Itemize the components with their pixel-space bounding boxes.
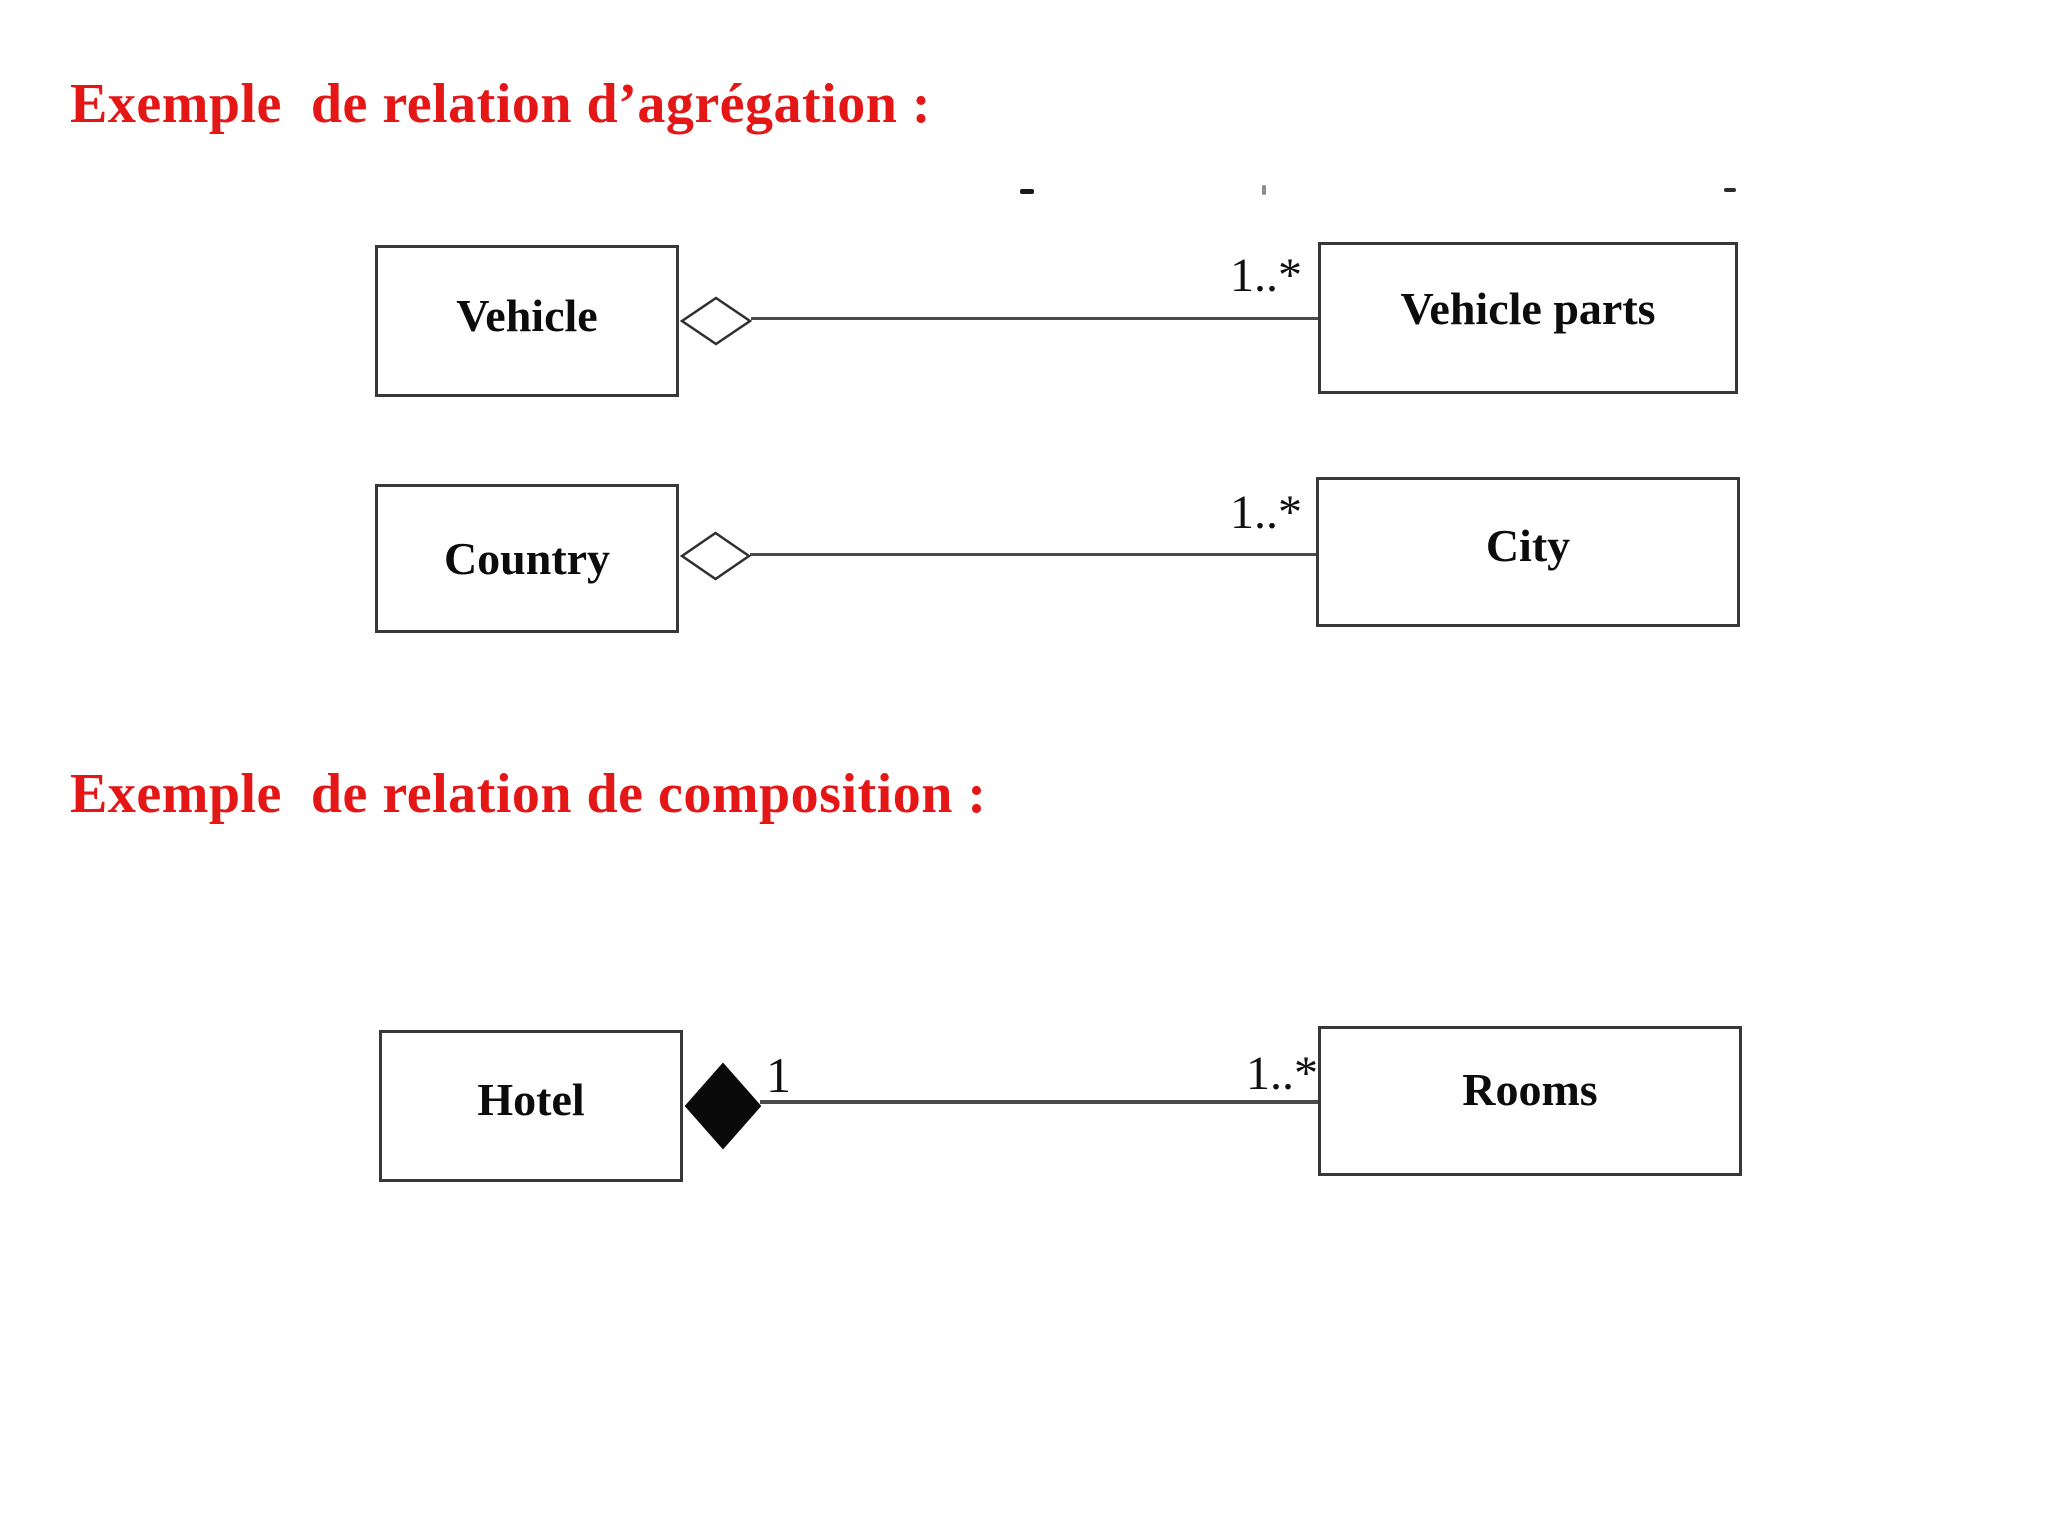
multiplicity-label: 1 xyxy=(766,1047,791,1103)
class-name-label: Vehicle xyxy=(456,289,598,341)
class-box-vehicle-parts: Vehicle parts xyxy=(1318,242,1738,394)
class-name-label: Rooms xyxy=(1462,1063,1598,1115)
class-name-label: Country xyxy=(443,533,611,584)
association-line xyxy=(751,317,1318,320)
stray-mark xyxy=(1262,185,1266,195)
multiplicity-label: 1..* xyxy=(1246,1047,1318,1100)
composition-section-title: Exemple de relation de composition : xyxy=(70,763,987,825)
multiplicity-label: 1..* xyxy=(1230,486,1302,539)
aggregation-section-title: Exemple de relation d’agrégation : xyxy=(70,73,932,135)
association-line xyxy=(760,1100,1320,1104)
stray-mark xyxy=(1020,189,1034,194)
class-box-hotel: Hotel xyxy=(379,1030,683,1182)
class-name-label: Hotel xyxy=(477,1073,585,1125)
aggregation-diamond-icon xyxy=(679,531,752,581)
multiplicity-label: 1..* xyxy=(1230,249,1302,302)
class-name-label: Vehicle parts xyxy=(1400,282,1656,334)
class-box-city: City xyxy=(1316,477,1740,627)
composition-diamond-icon xyxy=(684,1062,762,1150)
class-name-label: City xyxy=(1485,519,1571,571)
association-line xyxy=(750,553,1316,556)
class-box-rooms: Rooms xyxy=(1318,1026,1742,1176)
class-box-vehicle: Vehicle xyxy=(375,245,679,397)
class-box-country: Country xyxy=(375,484,679,633)
aggregation-diamond-icon xyxy=(679,296,753,346)
stray-mark xyxy=(1724,188,1736,192)
